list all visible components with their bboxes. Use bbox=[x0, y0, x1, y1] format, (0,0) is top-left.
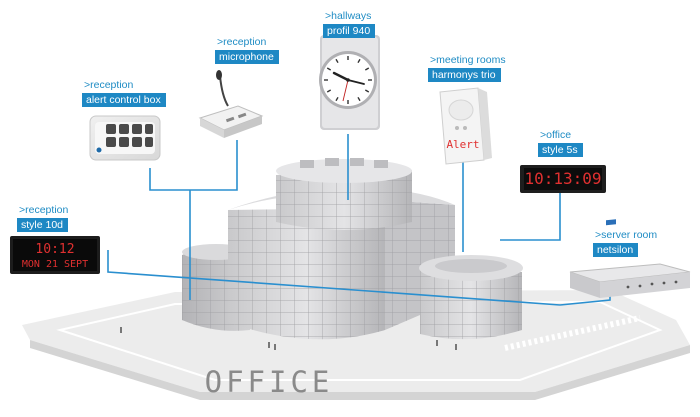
network-cables bbox=[107, 134, 611, 306]
label-office: >office style 5s bbox=[538, 130, 583, 157]
label-meeting-rooms-location: >meeting rooms bbox=[430, 54, 506, 66]
label-hallways: >hallways profil 940 bbox=[323, 10, 376, 38]
calendar-clock-icon: 10:12 MON 21 SEPT bbox=[10, 236, 100, 274]
label-server-room-product: netsilon bbox=[593, 242, 639, 257]
label-reception-style10d-product: style 10d bbox=[17, 217, 69, 232]
label-hallways-location: >hallways bbox=[325, 10, 372, 22]
style5s-time: 10:13:09 bbox=[524, 169, 601, 188]
label-reception-alert-location: >reception bbox=[84, 79, 134, 91]
microphone-icon bbox=[198, 70, 264, 138]
label-hallways-product: profil 940 bbox=[323, 23, 376, 38]
style10d-time: 10:12 bbox=[35, 242, 74, 257]
clock-tick bbox=[335, 58, 339, 64]
label-office-product: style 5s bbox=[538, 142, 583, 157]
office-building bbox=[120, 158, 523, 350]
label-server-room: >server room netsilon bbox=[593, 230, 657, 257]
label-reception-alert: >reception alert control box bbox=[82, 80, 166, 107]
label-reception-microphone-product: microphone bbox=[215, 49, 279, 64]
label-reception-microphone: >reception microphone bbox=[215, 37, 279, 64]
clock-tick bbox=[326, 89, 332, 93]
label-reception-alert-product: alert control box bbox=[82, 92, 166, 107]
label-meeting-rooms-product: harmonys trio bbox=[428, 67, 501, 82]
clock-tick bbox=[364, 67, 370, 71]
alert-display-text: Alert bbox=[446, 138, 479, 151]
wall-clock-icon bbox=[319, 35, 380, 130]
led-clock-icon: 10:13:09 bbox=[520, 165, 606, 193]
clock-tick bbox=[357, 58, 361, 64]
label-reception-style10d-location: >reception bbox=[19, 204, 69, 216]
clock-tick bbox=[335, 96, 339, 102]
building-name: OFFICE bbox=[204, 365, 334, 399]
alert-panel-icon: Alert bbox=[439, 87, 492, 165]
alert-control-box-icon bbox=[89, 115, 161, 161]
label-reception-style10d: >reception style 10d bbox=[17, 205, 68, 232]
clock-tick bbox=[326, 67, 332, 71]
clock-tick bbox=[357, 96, 361, 102]
label-meeting-rooms: >meeting rooms harmonys trio bbox=[428, 55, 506, 82]
server-rack-icon bbox=[569, 219, 691, 298]
style10d-date: MON 21 SEPT bbox=[22, 259, 88, 270]
label-reception-microphone-location: >reception bbox=[217, 36, 267, 48]
label-server-room-location: >server room bbox=[595, 229, 658, 241]
label-office-location: >office bbox=[540, 129, 572, 141]
clock-tick bbox=[364, 89, 370, 93]
